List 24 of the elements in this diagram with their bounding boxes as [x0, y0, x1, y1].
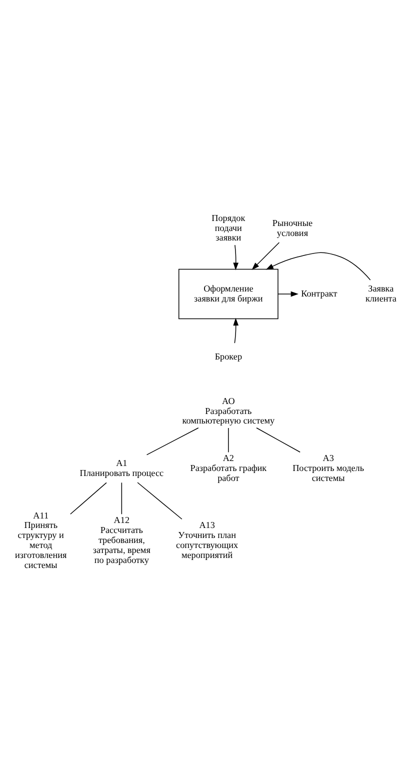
node-text: Рыночные условия [272, 218, 313, 238]
node-text: А13 Уточнить план сопутствующих мероприятий [176, 520, 238, 560]
node-box: Оформление заявки для биржи [178, 268, 278, 320]
node-text: Брокер [214, 351, 242, 362]
connector [146, 427, 199, 456]
node-text: А3 Построить модель системы [292, 453, 364, 483]
node-text: А12 Рассчитать требования, затраты, время по разработку [92, 515, 150, 565]
connector [70, 482, 107, 515]
arrow [266, 252, 371, 280]
arrow [252, 242, 280, 270]
node-text: Заявка клиента [365, 283, 396, 304]
connector [137, 482, 182, 520]
arrow [233, 244, 239, 270]
node-text: А2 Разработать график работ [190, 453, 267, 483]
node-text: АО Разработать компьютерную систему [182, 396, 275, 426]
node-text: Контракт [301, 288, 338, 298]
node-text: А1 Планировать процесс [80, 458, 164, 478]
arrow [278, 291, 298, 297]
arrow [233, 318, 239, 344]
node-text: Порядок подачи заявки [212, 212, 246, 243]
connector [228, 428, 229, 453]
node-text: А11 Принять структуру и метод изготовления системы [15, 510, 67, 570]
connector [121, 482, 122, 515]
connector [256, 427, 300, 453]
